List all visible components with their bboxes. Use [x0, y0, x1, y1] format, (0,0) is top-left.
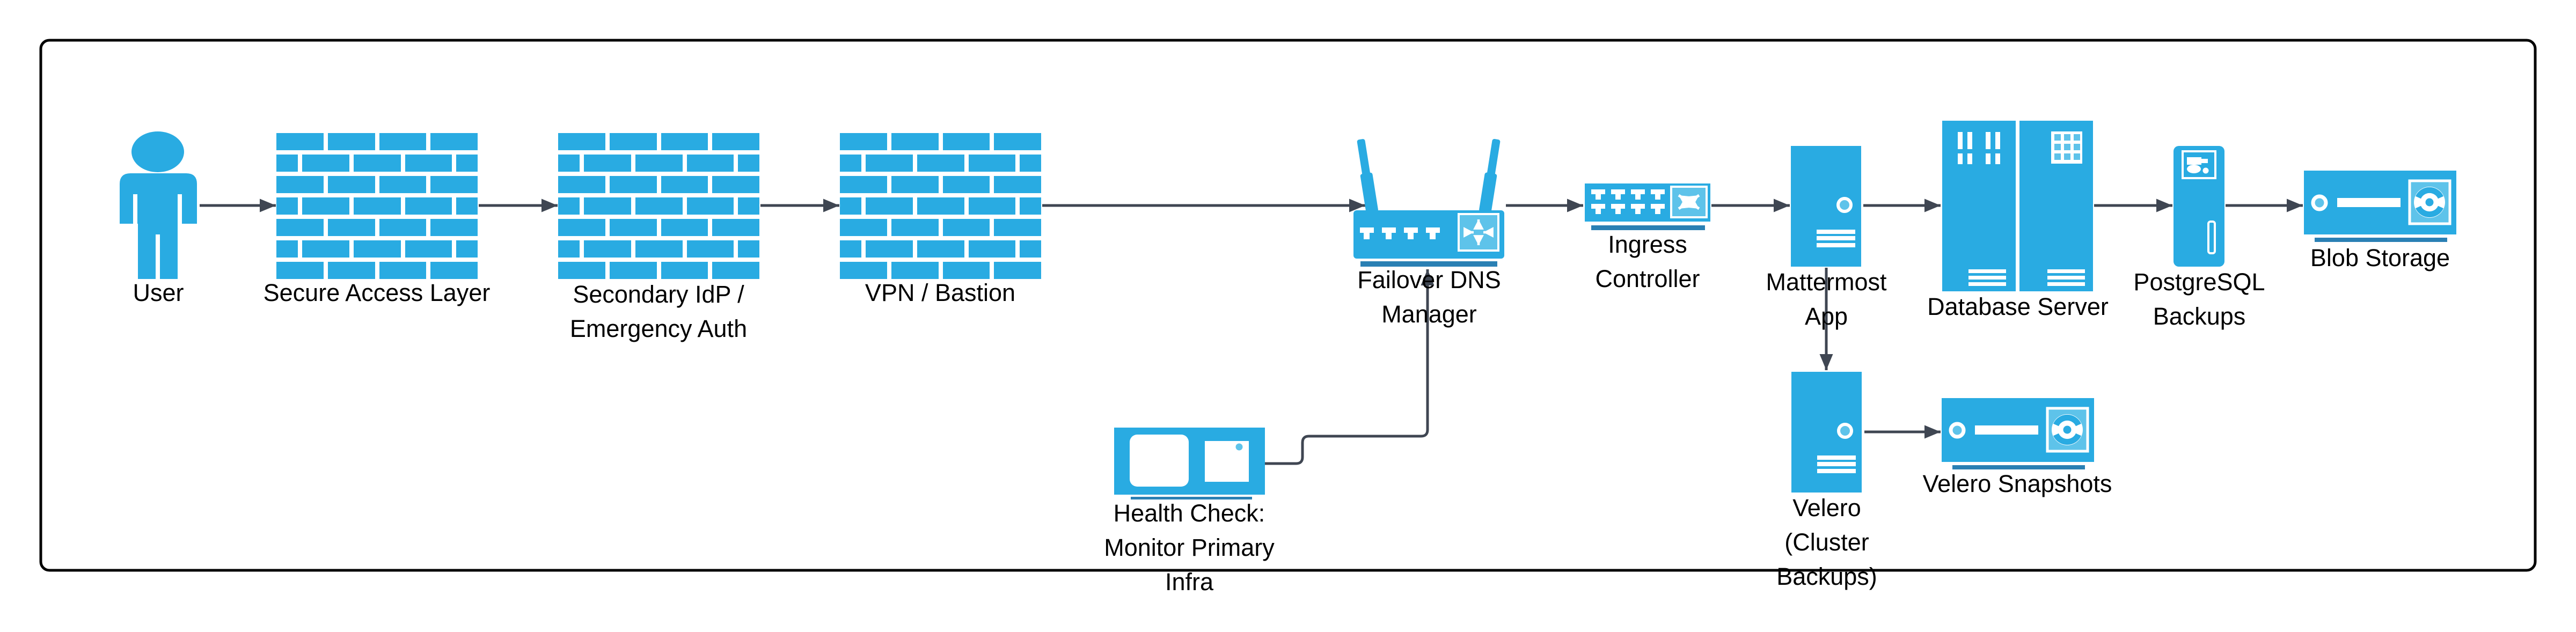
label-health-check: Health Check: Monitor Primary Infra: [1104, 499, 1275, 596]
label-secondary-idp: Secondary IdP / Emergency Auth: [569, 281, 748, 342]
label-user: User: [133, 279, 184, 306]
label-ingress-controller: Ingress Controller: [1595, 231, 1700, 292]
label-blob-storage: Blob Storage: [2310, 244, 2450, 271]
label-postgresql-backups: PostgreSQL Backups: [2133, 268, 2265, 330]
label-mattermost-app: Mattermost App: [1766, 268, 1887, 330]
label-database-server: Database Server: [1927, 293, 2109, 320]
label-vpn-bastion: VPN / Bastion: [865, 279, 1016, 306]
label-velero-snapshots: Velero Snapshots: [1922, 470, 2112, 497]
label-secure-access-layer: Secure Access Layer: [263, 279, 491, 306]
label-velero: Velero (Cluster Backups): [1776, 494, 1877, 590]
label-failover-dns: Failover DNS Manager: [1357, 266, 1501, 328]
